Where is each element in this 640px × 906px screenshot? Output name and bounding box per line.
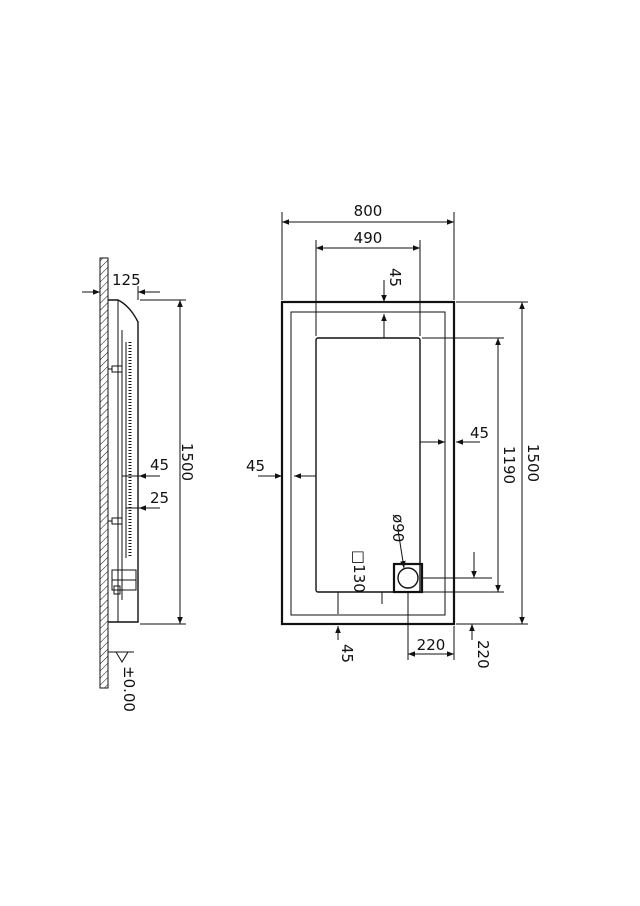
- tray-rim: [290, 311, 446, 616]
- dim-drain-diameter: ø90: [389, 514, 407, 542]
- dim-right-margin: 45: [470, 424, 489, 442]
- dim-wall-offset: 125: [112, 271, 141, 289]
- drain-block: [111, 569, 137, 595]
- dim-drain-offset-x: 220: [417, 636, 446, 654]
- dim-bottom-margin: 45: [338, 644, 356, 663]
- top-view: 800 490 45 45 45 1500 1190 ø90: [246, 202, 542, 669]
- tray-profile: [108, 299, 139, 623]
- floor-level-marker: [108, 651, 134, 663]
- dim-top-margin: 45: [386, 268, 404, 287]
- dim-base-height: 25: [150, 489, 169, 507]
- side-view: 125 1500 45 25 ±0.00: [82, 257, 196, 712]
- tray-basin: [315, 337, 421, 593]
- dim-inner-width: 490: [354, 229, 383, 247]
- dim-rim-height: 45: [150, 456, 169, 474]
- dim-side-length: 1500: [178, 443, 196, 481]
- tray-outline: [280, 300, 456, 626]
- dim-overall-width: 800: [354, 202, 383, 220]
- floor-level-label: ±0.00: [120, 666, 138, 712]
- dim-inner-length: 1190: [500, 446, 518, 484]
- bracket-top: [108, 365, 123, 373]
- dim-left-margin: 45: [246, 457, 265, 475]
- wall-section: [99, 257, 109, 689]
- dim-drain-offset-y: 220: [474, 640, 492, 669]
- dim-overall-length: 1500: [524, 444, 542, 482]
- bracket-bottom: [108, 517, 123, 525]
- dim-drain-square: □130: [350, 550, 368, 593]
